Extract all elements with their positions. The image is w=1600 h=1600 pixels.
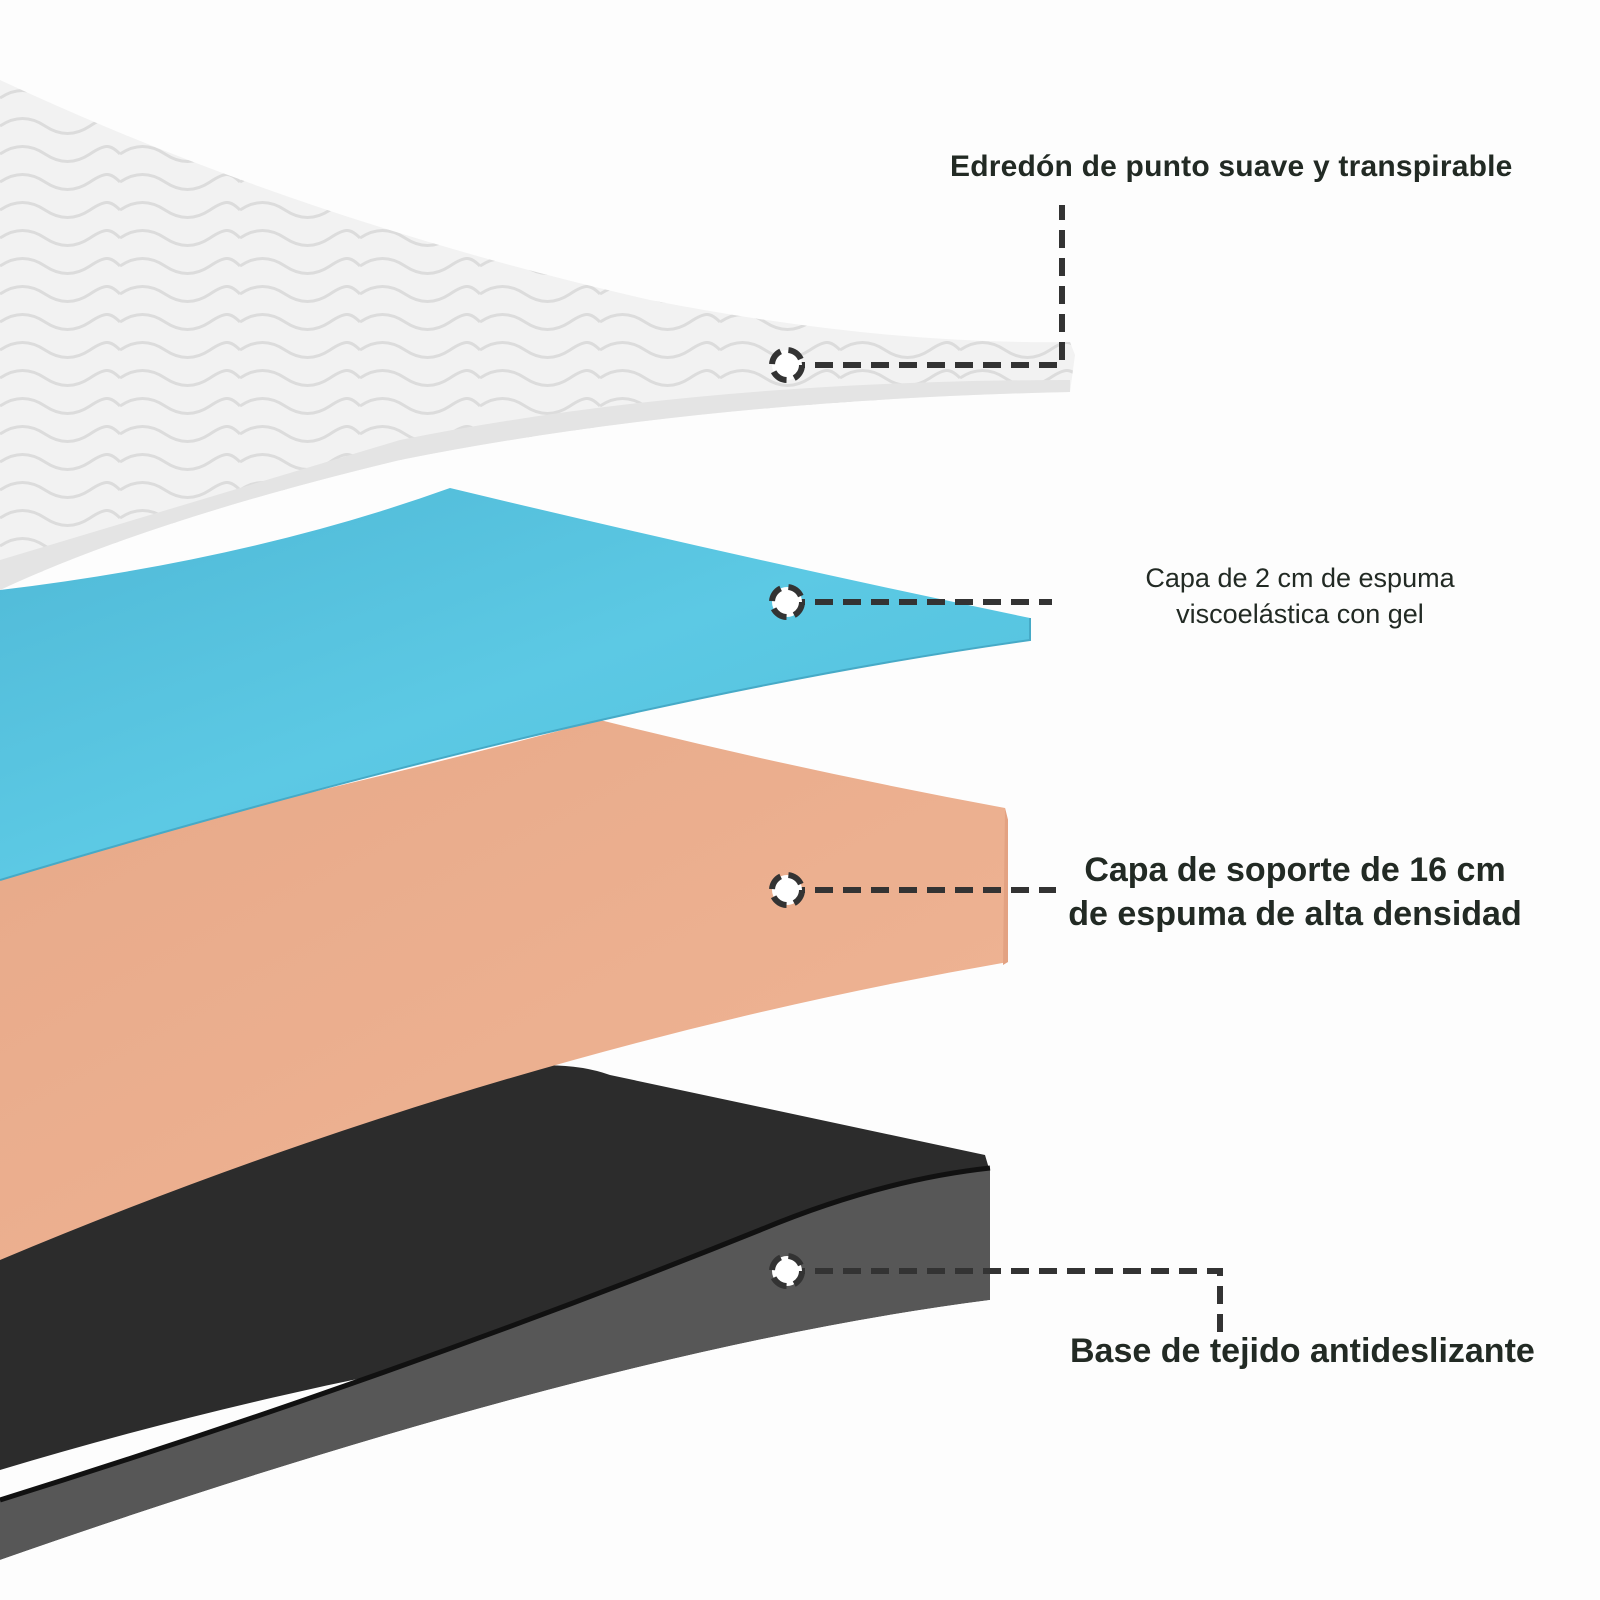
callout-base <box>787 1268 1223 1332</box>
marker-base <box>769 1253 805 1289</box>
label-support-line-2: de espuma de alta densidad <box>1068 895 1522 933</box>
label-support-foam: Capa de soporte de 16 cm de espuma de al… <box>1030 848 1560 936</box>
topper-layer <box>0 80 1075 590</box>
marker-gel <box>769 584 805 620</box>
label-topper-line: Edredón de punto suave y transpirable <box>950 150 1513 183</box>
label-support-line-1: Capa de soporte de 16 cm <box>1084 851 1506 889</box>
marker-support <box>769 872 805 908</box>
label-topper: Edredón de punto suave y transpirable <box>950 150 1513 184</box>
callout-topper <box>787 205 1065 368</box>
label-gel-line-1: Capa de 2 cm de espuma <box>1145 563 1455 593</box>
gel-foam-layer <box>0 488 1031 881</box>
label-gel-foam: Capa de 2 cm de espuma viscoelástica con… <box>1100 560 1500 632</box>
label-gel-line-2: viscoelástica con gel <box>1176 599 1424 629</box>
label-base: Base de tejido antideslizante <box>1070 1332 1535 1371</box>
base-layer <box>0 1065 991 1600</box>
support-foam-layer <box>0 720 1008 1260</box>
label-base-line: Base de tejido antideslizante <box>1070 1332 1535 1370</box>
marker-topper <box>769 347 805 383</box>
